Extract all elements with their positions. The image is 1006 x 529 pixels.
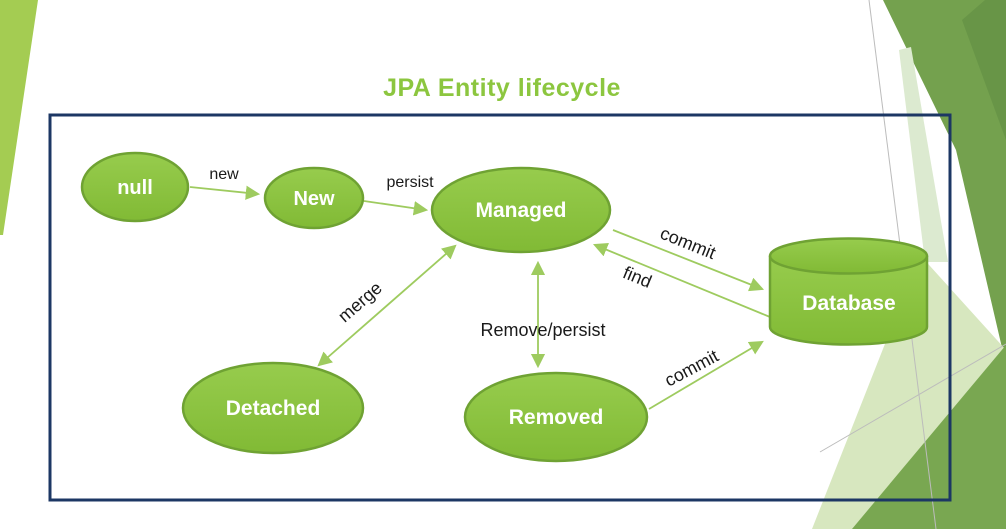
state-removed: Removed: [463, 371, 649, 463]
transition-find-line: [593, 242, 771, 318]
transition-remove-persist-label: Remove/persist: [480, 320, 605, 340]
right-accent-dark-shape: [962, 0, 1006, 140]
state-label-managed: Managed: [475, 199, 566, 222]
state-ellipse-new: [263, 166, 365, 230]
right-accent-bottom-shape: [852, 345, 1006, 529]
state-label-null: null: [117, 177, 153, 199]
transition-persist-label: persist: [386, 174, 434, 191]
state-label-new: New: [293, 188, 335, 210]
state-ellipse-managed: [430, 166, 612, 254]
slide-title: JPA Entity lifecycle: [383, 74, 621, 102]
database-label: Database: [802, 292, 895, 315]
transition-commit-bottom-line: [648, 340, 764, 410]
right-accent-top-shape: [883, 0, 1006, 365]
state-null: null: [80, 151, 190, 223]
pale-band-shape: [812, 255, 1006, 529]
diagonal-line-2: [819, 343, 1006, 453]
state-ellipse-removed: [463, 371, 649, 463]
state-managed: Managed: [430, 166, 612, 254]
transition-persist-line: [363, 200, 429, 216]
state-label-detached: Detached: [226, 397, 321, 420]
transition-new-label: new: [209, 166, 239, 183]
pale-sliver-shape: [899, 47, 948, 262]
state-detached: Detached: [181, 361, 365, 455]
transition-commit-top-line: [612, 229, 765, 292]
state-new: New: [263, 166, 365, 230]
transition-merge-line: [317, 244, 457, 367]
database-cylinder-top: [768, 237, 929, 275]
transition-new-line: [189, 185, 261, 200]
state-label-removed: Removed: [509, 406, 604, 429]
left-accent-shape: [0, 0, 38, 235]
state-ellipse-null: [80, 151, 190, 223]
database-cylinder-body: [768, 256, 929, 346]
database-cylinder: Database: [768, 237, 929, 346]
diagram-frame: [48, 113, 952, 502]
transitions: [189, 185, 771, 410]
state-ellipse-detached: [181, 361, 365, 455]
